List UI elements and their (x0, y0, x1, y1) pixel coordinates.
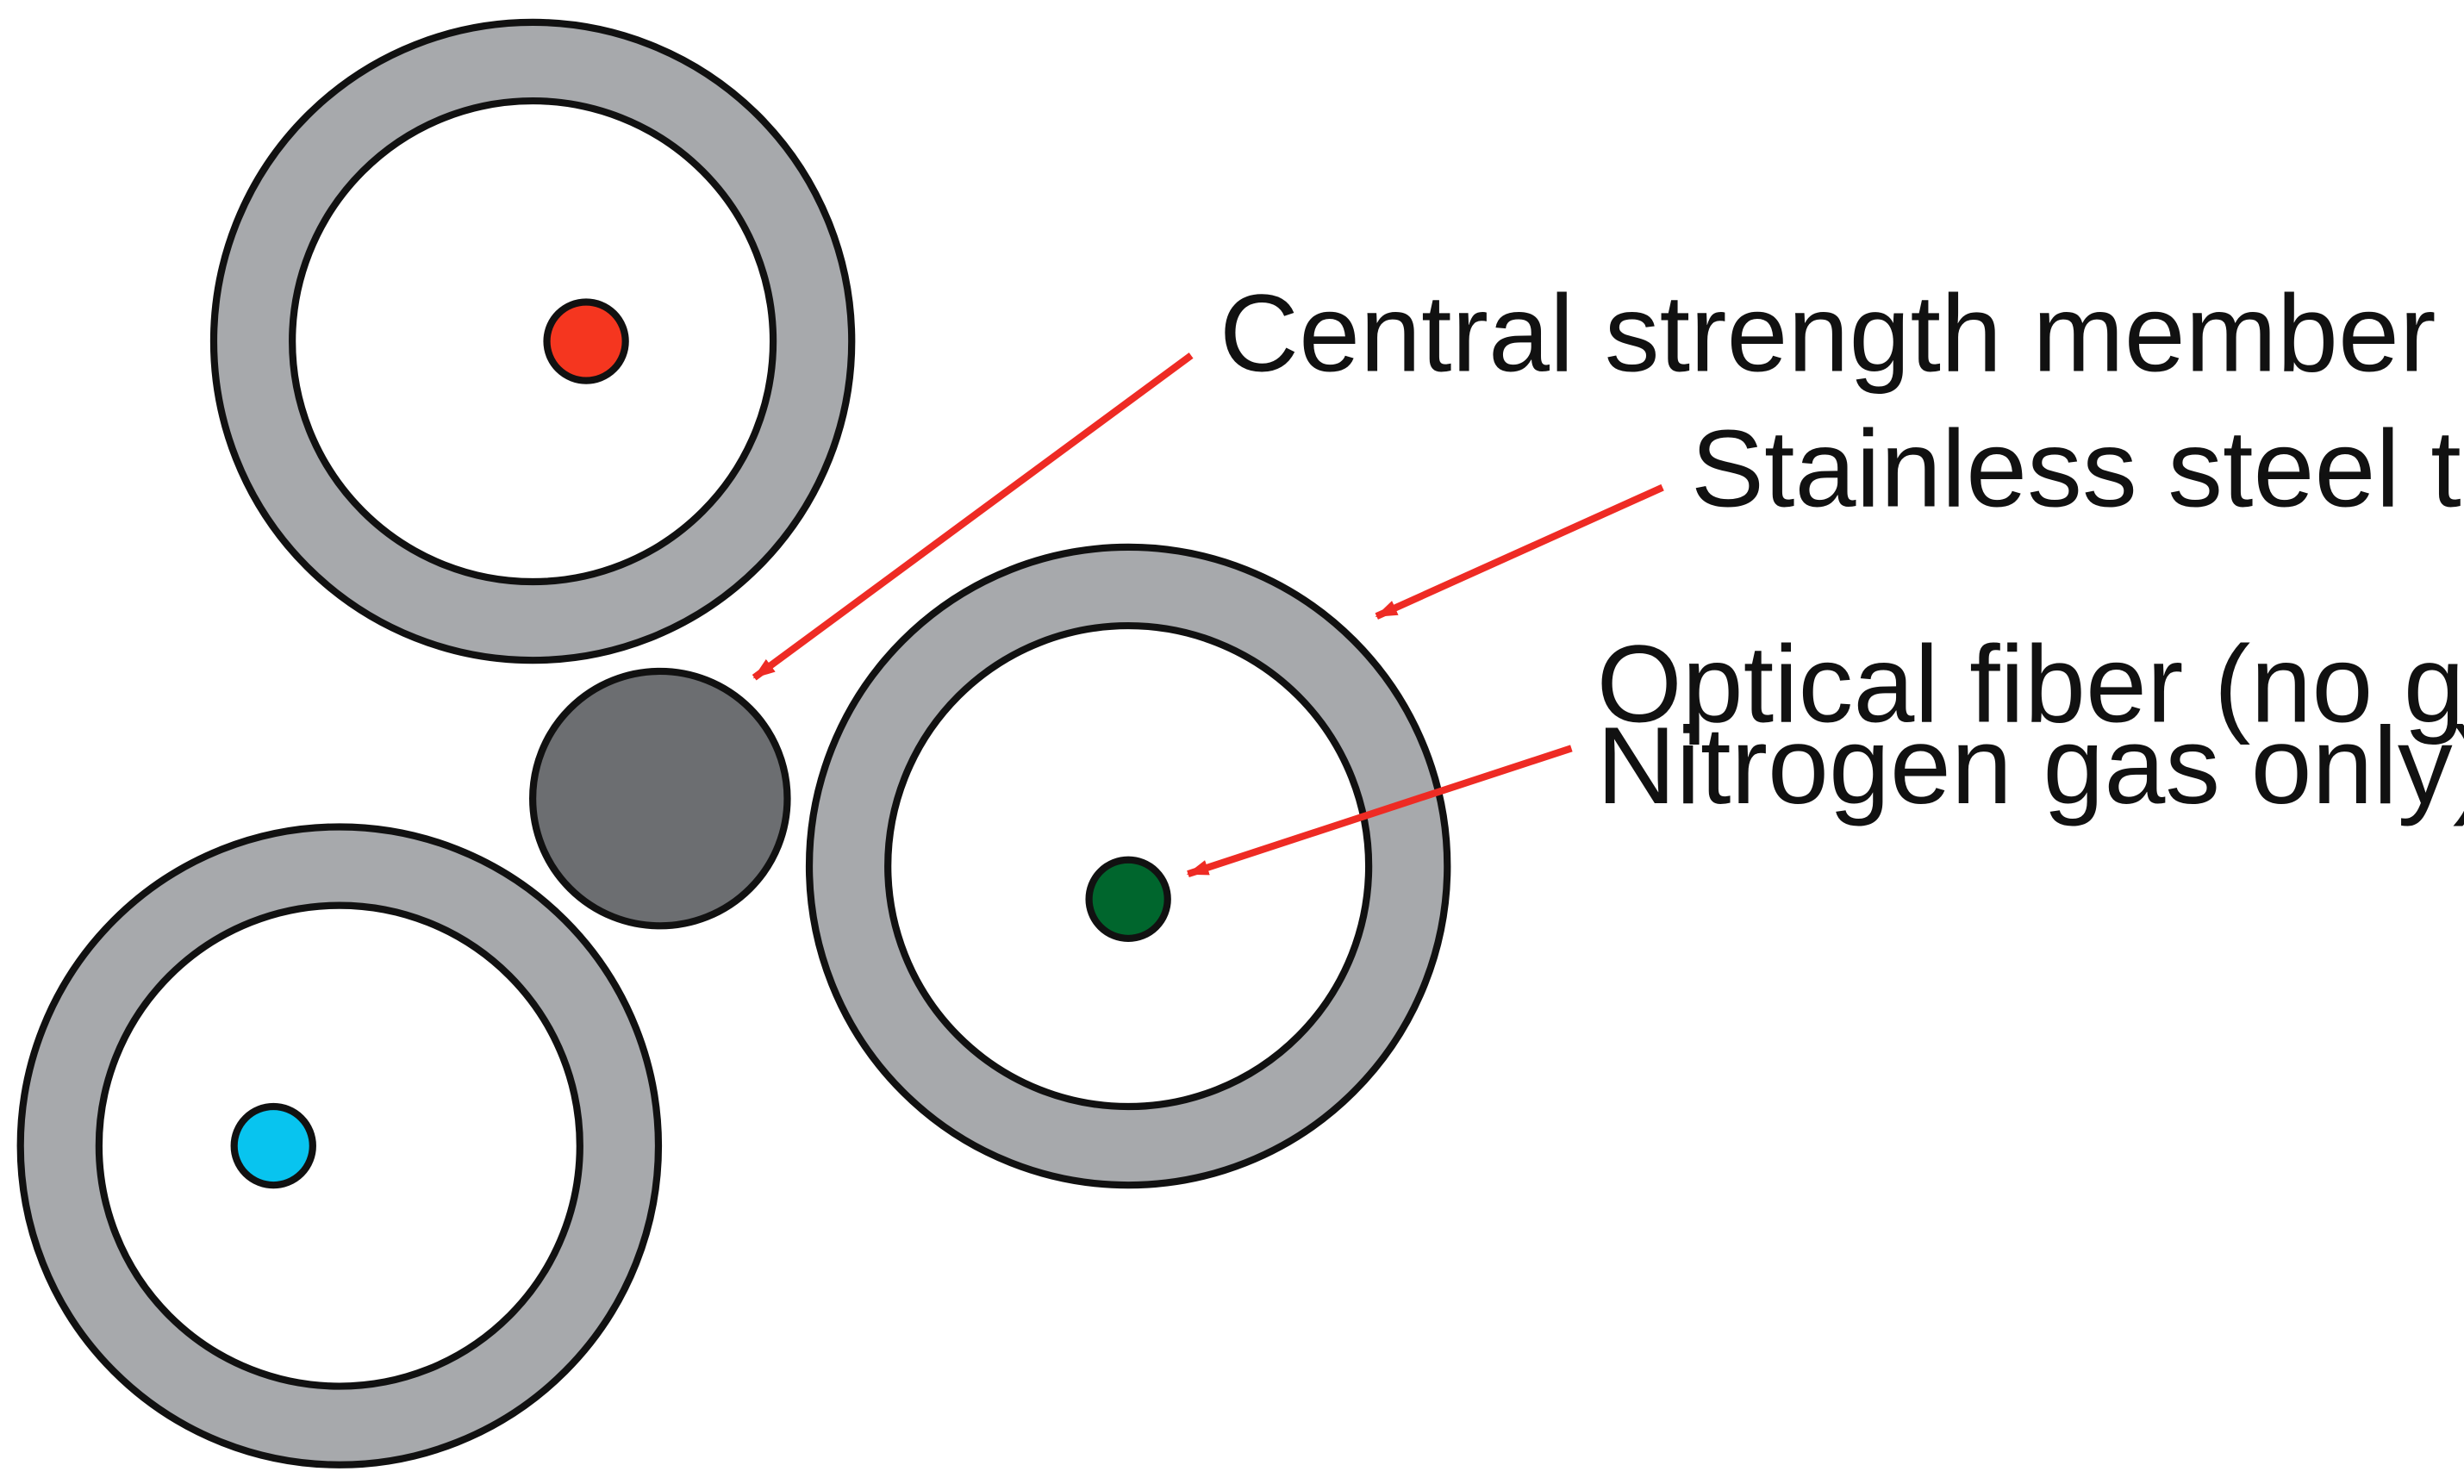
steel-tube-leader-arrow (1375, 483, 1664, 620)
tube-bottom-left (16, 823, 663, 1468)
tube-bottom-left-bore (95, 901, 583, 1390)
optical-fiber-label-line2: Nitrogen gas only) (1597, 704, 2464, 827)
central-member-label: Central strength member (steel) (1220, 272, 2464, 396)
tube-right-fiber (1085, 856, 1171, 943)
tube-right (805, 543, 1451, 1189)
central-strength-member (529, 667, 791, 930)
optical-fiber-label-line1: Optical fiber (no gel backfill; (1597, 622, 2464, 745)
central-member-leader-arrow (752, 352, 1194, 681)
tube-bottom-left-fiber (230, 1102, 316, 1189)
tube-top-left (209, 18, 856, 664)
tube-top-left-fiber (543, 298, 629, 384)
steel-tube-label: Stainless steel tube (316) (1691, 407, 2464, 530)
optical-fiber-leader-arrow (1186, 745, 1573, 878)
tube-top-left-bore (289, 97, 777, 586)
